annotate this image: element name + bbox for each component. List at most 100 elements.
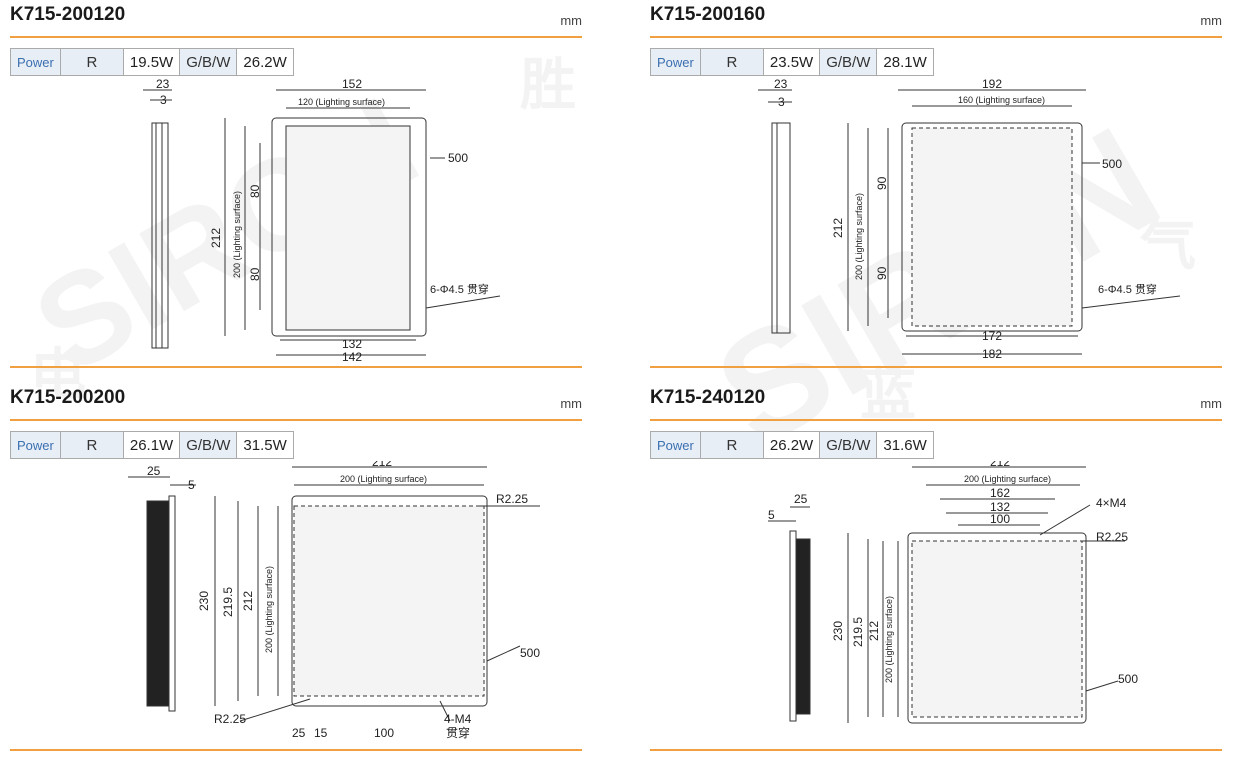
r-value: 26.1W <box>122 431 181 459</box>
dim-bottom-2: 142 <box>342 350 362 363</box>
dim-side-thickness: 3 <box>160 93 167 107</box>
gbw-value: 26.2W <box>236 48 294 76</box>
divider <box>10 366 582 368</box>
dim-screw: 4×M4 <box>1096 496 1127 510</box>
spec-panel-k715-240120: K715-240120 mm Power R 26.2W G/B/W 31.6W… <box>650 387 1222 757</box>
dim-lit-width: 120 (Lighting surface) <box>298 97 385 107</box>
dim-holes: 6-Φ4.5 贯穿 <box>430 282 489 296</box>
dim-side-thickness: 5 <box>768 508 775 522</box>
dim-bottom-2: 15 <box>314 726 328 740</box>
dim-pitch-1: 80 <box>248 184 262 198</box>
r-label: R <box>699 48 764 76</box>
dim-top-3: 100 <box>990 512 1010 526</box>
dim-width: 212 <box>990 461 1010 469</box>
r-label: R <box>59 431 124 459</box>
dim-screw-note: 贯穿 <box>446 725 470 740</box>
dim-lit-height: 200 (Lighting surface) <box>854 193 864 280</box>
gbw-label: G/B/W <box>819 431 878 459</box>
dim-lit-height: 200 (Lighting surface) <box>264 566 274 653</box>
gbw-value: 28.1W <box>876 48 934 76</box>
dim-height-3: 212 <box>241 591 255 611</box>
dim-bottom-1: 132 <box>342 337 362 351</box>
dim-cable: 500 <box>448 151 468 165</box>
dim-height: 212 <box>209 228 223 248</box>
dim-height-2: 219.5 <box>851 617 865 647</box>
spec-panel-k715-200200: K715-200200 mm Power R 26.1W G/B/W 31.5W… <box>10 387 582 757</box>
divider <box>650 419 1222 421</box>
dim-width: 192 <box>982 78 1002 91</box>
dim-pitch-1: 90 <box>875 176 889 190</box>
unit-label: mm <box>1200 396 1222 411</box>
unit-label: mm <box>1200 13 1222 28</box>
dim-lit-height: 200 (Lighting surface) <box>232 191 242 278</box>
dimension-drawing: 23 3 152 120 (Lighting surface) 212 200 … <box>143 78 501 363</box>
spec-panel-k715-200120: K715-200120 mm Power R 19.5W G/B/W 26.2W… <box>10 4 582 374</box>
dim-width: 212 <box>372 461 392 469</box>
dim-holes: 6-Φ4.5 贯穿 <box>1098 282 1157 296</box>
r-label: R <box>59 48 124 76</box>
gbw-value: 31.6W <box>876 431 934 459</box>
model-title: K715-200200 <box>10 387 126 408</box>
dim-width: 152 <box>342 78 362 91</box>
dim-side-thickness: 3 <box>778 95 785 109</box>
power-table: Power R 26.2W G/B/W 31.6W <box>650 431 934 459</box>
r-label: R <box>699 431 764 459</box>
dim-screw: 4-M4 <box>444 712 472 726</box>
power-label: Power <box>10 431 61 459</box>
dim-lit-width: 200 (Lighting surface) <box>340 474 427 484</box>
model-title: K715-200120 <box>10 4 126 25</box>
gbw-label: G/B/W <box>819 48 878 76</box>
dim-radius-bottom: R2.25 <box>214 712 246 726</box>
gbw-label: G/B/W <box>179 431 238 459</box>
gbw-value: 31.5W <box>236 431 294 459</box>
spec-panel-k715-200160: K715-200160 mm Power R 23.5W G/B/W 28.1W… <box>650 4 1222 374</box>
dim-bottom-3: 100 <box>374 726 394 740</box>
dim-side-thickness: 5 <box>188 478 195 492</box>
dim-height-3: 212 <box>867 621 881 641</box>
power-table: Power R 26.1W G/B/W 31.5W <box>10 431 294 459</box>
gbw-label: G/B/W <box>179 48 238 76</box>
dim-cable: 500 <box>1118 672 1138 686</box>
power-label: Power <box>650 48 701 76</box>
dimension-drawing: 25 5 212 200 (Lighting surface) 230 219.… <box>128 461 540 740</box>
dim-cable: 500 <box>1102 157 1122 171</box>
dimension-drawing: 23 3 192 160 (Lighting surface) 212 200 … <box>758 78 1181 361</box>
power-table: Power R 19.5W G/B/W 26.2W <box>10 48 294 76</box>
divider <box>650 366 1222 368</box>
dim-cable: 500 <box>520 646 540 660</box>
dim-top-1: 162 <box>990 486 1010 500</box>
dim-bottom-1: 172 <box>982 329 1002 343</box>
dim-height: 230 <box>197 591 211 611</box>
power-label: Power <box>10 48 61 76</box>
r-value: 19.5W <box>122 48 181 76</box>
dim-pitch-2: 90 <box>875 266 889 280</box>
power-table: Power R 23.5W G/B/W 28.1W <box>650 48 934 76</box>
dim-side-width: 23 <box>774 78 788 91</box>
dim-height: 230 <box>831 621 845 641</box>
power-label: Power <box>650 431 701 459</box>
dim-top-2: 132 <box>990 500 1010 514</box>
dim-bottom-2: 182 <box>982 347 1002 361</box>
model-title: K715-200160 <box>650 4 766 25</box>
dim-lit-width: 160 (Lighting surface) <box>958 95 1045 105</box>
dim-side-width: 25 <box>147 464 161 478</box>
divider <box>650 749 1222 751</box>
divider <box>10 419 582 421</box>
divider <box>10 749 582 751</box>
unit-label: mm <box>560 13 582 28</box>
dim-lit-height: 200 (Lighting surface) <box>884 596 894 683</box>
dim-pitch-2: 80 <box>248 267 262 281</box>
divider <box>650 36 1222 38</box>
r-value: 26.2W <box>762 431 821 459</box>
dim-lit-width: 200 (Lighting surface) <box>964 474 1051 484</box>
unit-label: mm <box>560 396 582 411</box>
dim-bottom-1: 25 <box>292 726 306 740</box>
dim-height: 212 <box>831 218 845 238</box>
r-value: 23.5W <box>762 48 821 76</box>
divider <box>10 36 582 38</box>
dimension-drawing: 25 5 212 200 (Lighting surface) 162 132 … <box>768 461 1138 724</box>
dim-side-width: 23 <box>156 78 170 91</box>
dim-height-2: 219.5 <box>221 587 235 617</box>
dim-side-width: 25 <box>794 492 808 506</box>
model-title: K715-240120 <box>650 387 766 408</box>
